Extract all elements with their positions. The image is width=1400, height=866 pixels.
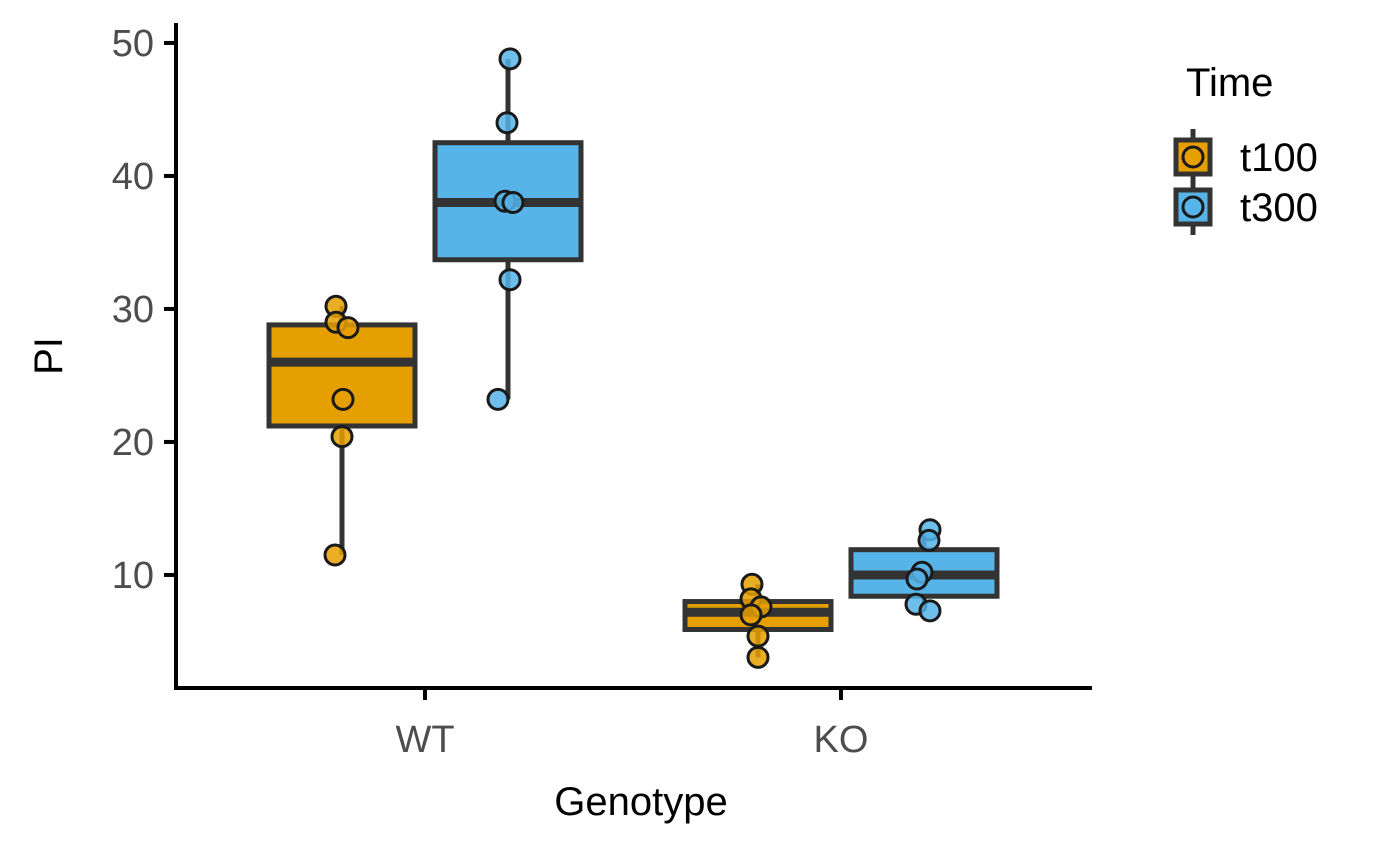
- y-tick-label: 40: [112, 156, 154, 198]
- data-point-t100-wt: [323, 543, 347, 567]
- data-point-t100-wt: [331, 387, 355, 411]
- legend-label-t300: t300: [1240, 186, 1318, 230]
- data-point-t300-wt: [501, 191, 525, 215]
- x-tick-label: WT: [395, 719, 454, 761]
- y-tick-label: 20: [112, 422, 154, 464]
- x-tick-label: KO: [814, 719, 869, 761]
- legend: Time t100 t300: [1173, 61, 1318, 235]
- data-point-t100-wt: [330, 425, 354, 449]
- data-point-t100-ko: [746, 624, 770, 648]
- y-axis-title: PI: [27, 337, 71, 375]
- data-point-t300-wt: [498, 47, 522, 71]
- x-axis-title: Genotype: [554, 780, 727, 824]
- legend-key-point: [1181, 145, 1205, 169]
- data-point-t100-wt: [336, 316, 360, 340]
- legend-key-point: [1181, 195, 1205, 219]
- legend-label-t100: t100: [1240, 136, 1318, 180]
- legend-entry-t300: t300: [1173, 179, 1318, 235]
- data-point-t300-ko: [917, 528, 941, 552]
- y-tick-label: 30: [112, 289, 154, 331]
- y-tick-label: 10: [112, 555, 154, 597]
- data-point-t300-ko: [905, 567, 929, 591]
- data-point-t300-wt: [498, 268, 522, 292]
- plot-area: [266, 47, 1000, 669]
- legend-entry-t100: t100: [1173, 129, 1318, 185]
- data-point-t300-wt: [486, 387, 510, 411]
- data-point-t300-ko: [918, 599, 942, 623]
- legend-title: Time: [1186, 61, 1273, 105]
- y-tick-label: 50: [112, 23, 154, 65]
- data-point-t100-ko: [746, 645, 770, 669]
- data-point-t300-wt: [495, 111, 519, 135]
- data-point-t100-ko: [739, 603, 763, 627]
